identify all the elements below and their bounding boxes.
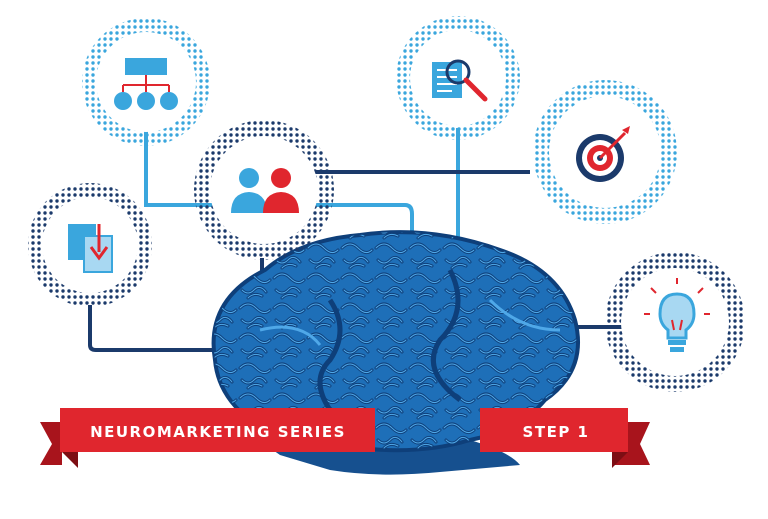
target-badge [533,80,677,224]
target-icon [576,126,630,182]
people-icon [231,168,299,213]
document-search-badge [396,16,520,140]
org-chart-badge [82,18,210,146]
step-ribbon: STEP 1 [480,408,650,468]
document-search-icon [432,59,488,102]
people-badge [194,120,334,260]
step-label: STEP 1 [523,423,590,441]
download-document-icon [68,224,113,273]
lightbulb-icon [644,278,710,352]
series-title: NEUROMARKETING SERIES [90,423,346,441]
brain-icon [211,230,580,475]
lightbulb-badge [605,252,745,392]
org-chart-icon [114,58,178,110]
series-ribbon: NEUROMARKETING SERIES [40,408,375,468]
download-document-badge [28,183,152,307]
